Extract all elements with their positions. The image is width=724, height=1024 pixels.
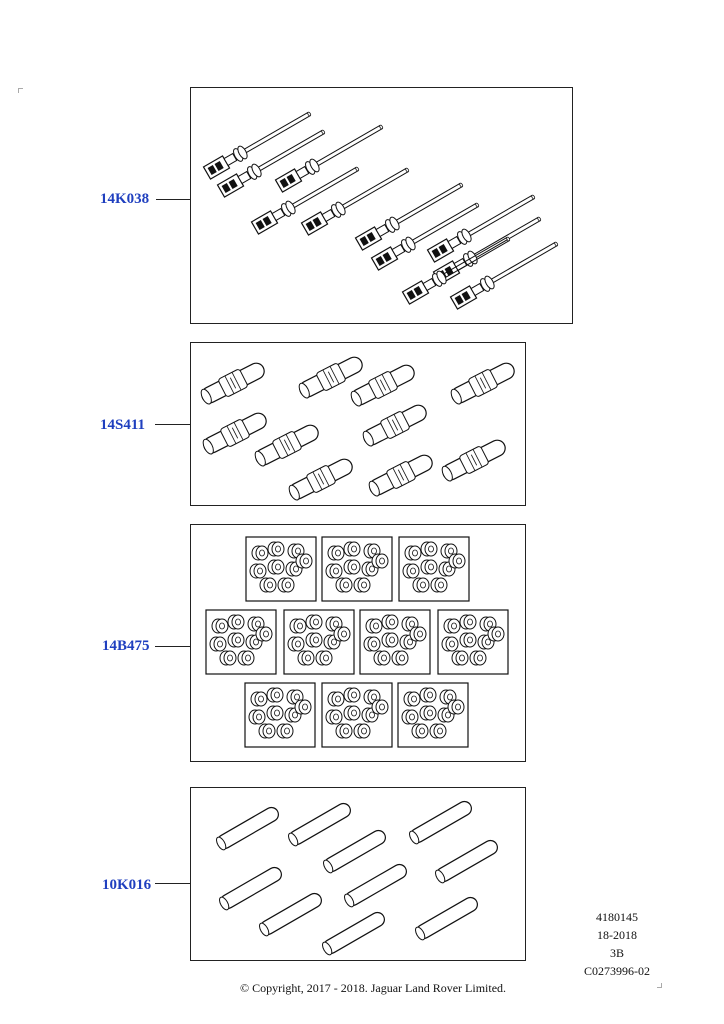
part-label-10k016[interactable]: 10K016 (102, 877, 152, 893)
leader-line (155, 646, 190, 647)
butt-splice (200, 362, 265, 405)
part-panel-14s411 (190, 342, 526, 506)
heat-shrink-sleeve (219, 866, 282, 911)
seal-packet (244, 682, 316, 748)
heat-shrink-sleeve (323, 829, 386, 874)
butt-splice (202, 412, 267, 455)
seal-packet (397, 682, 469, 748)
seal-packet (398, 536, 470, 602)
leader-line (156, 199, 190, 200)
terminal-with-wire (449, 241, 559, 310)
terminal-with-wire (216, 129, 326, 198)
butt-splice (368, 454, 433, 497)
terminal-with-wire (426, 194, 536, 263)
reference-line-4: C0273996-02 (584, 964, 650, 978)
butt-splice (362, 404, 427, 447)
leader-line (155, 883, 190, 884)
heat-shrink-sleeve (435, 839, 498, 884)
reference-line-3: 3B (609, 946, 624, 960)
terminal-with-wire (250, 166, 360, 235)
part-panel-14b475 (190, 524, 526, 762)
seal-packet (321, 536, 393, 602)
part-panel-10k016 (190, 787, 526, 961)
part-label-14k038[interactable]: 14K038 (100, 191, 150, 207)
part-label-14s411[interactable]: 14S411 (100, 417, 146, 433)
heat-shrink-sleeve (344, 863, 407, 908)
connector-terminals-illustration (202, 111, 559, 310)
heat-shrink-sleeves-illustration (216, 800, 498, 956)
terminal-with-wire (274, 124, 384, 193)
reference-line-1: 4180145 (596, 910, 638, 924)
heat-shrink-sleeve (288, 802, 351, 847)
heat-shrink-sleeve (409, 800, 472, 845)
seal-packet (283, 609, 355, 675)
terminal-with-wire (401, 236, 511, 305)
seal-packet (359, 609, 431, 675)
part-panel-14k038 (190, 87, 573, 324)
butt-splice (350, 364, 415, 407)
reference-code: 4180145 18-2018 3B C0273996-02 (578, 908, 656, 980)
butt-splice (441, 439, 506, 482)
seal-packet (437, 609, 509, 675)
terminal-with-wire (202, 111, 312, 180)
seal-packet (245, 536, 317, 602)
butt-splice (254, 424, 319, 467)
terminal-with-wire (300, 167, 410, 236)
leader-line (155, 424, 190, 425)
heat-shrink-sleeve (259, 892, 322, 937)
reference-line-2: 18-2018 (597, 928, 637, 942)
butt-splices-illustration (200, 356, 515, 501)
heat-shrink-sleeve (322, 911, 385, 956)
seal-packets-illustration (205, 536, 509, 748)
seal-packet (321, 682, 393, 748)
copyright-notice: © Copyright, 2017 - 2018. Jaguar Land Ro… (239, 981, 507, 995)
heat-shrink-sleeve (415, 896, 478, 941)
butt-splice (298, 356, 363, 399)
part-label-14b475[interactable]: 14B475 (102, 638, 150, 654)
butt-splice (288, 458, 353, 501)
heat-shrink-sleeve (216, 806, 279, 851)
terminal-with-wire (354, 182, 464, 251)
butt-splice (450, 362, 515, 405)
crop-mark (18, 88, 23, 93)
seal-packet (205, 609, 277, 675)
terminal-with-wire (370, 202, 480, 271)
